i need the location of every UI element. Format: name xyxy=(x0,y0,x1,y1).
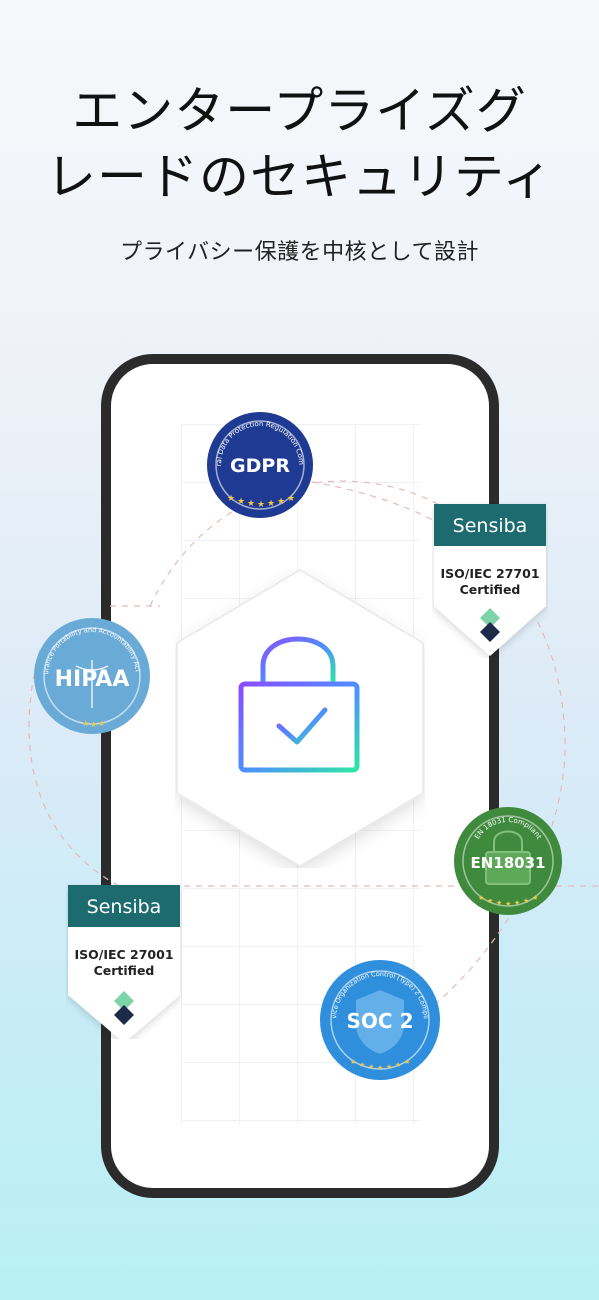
svg-text:★: ★ xyxy=(90,720,97,729)
sensiba-logo-icon xyxy=(480,608,500,642)
svg-text:★: ★ xyxy=(82,719,89,728)
sensiba-logo-icon xyxy=(114,991,134,1025)
headline: エンタープライズグ レードのセキュリティ xyxy=(0,78,599,210)
hipaa-label: HIPAA xyxy=(55,667,130,692)
svg-text:★: ★ xyxy=(505,900,511,908)
sensiba-brand: Sensiba xyxy=(453,515,528,537)
sensiba-27001-line2: Certified xyxy=(94,963,155,978)
svg-text:★: ★ xyxy=(267,499,275,509)
sensiba-27701-line2: Certified xyxy=(460,582,521,597)
svg-text:★: ★ xyxy=(368,1063,374,1071)
sensiba-27701-badge: Sensiba ISO/IEC 27701 Certified xyxy=(434,504,546,656)
svg-text:★: ★ xyxy=(514,899,520,907)
soc2-label: SOC 2 xyxy=(347,1009,414,1033)
svg-text:★: ★ xyxy=(377,1064,383,1072)
caduceus-icon xyxy=(75,660,109,708)
svg-text:★: ★ xyxy=(386,1063,392,1071)
lock-check-icon xyxy=(238,636,360,773)
svg-text:★: ★ xyxy=(404,1058,410,1066)
svg-text:★: ★ xyxy=(247,499,255,509)
sensiba-brand: Sensiba xyxy=(87,896,162,918)
hipaa-badge: Health Insurance Portability and Account… xyxy=(32,616,150,734)
svg-text:★: ★ xyxy=(487,897,493,905)
svg-text:★: ★ xyxy=(350,1058,356,1066)
svg-text:★: ★ xyxy=(98,719,105,728)
sensiba-27001-line1: ISO/IEC 27001 xyxy=(74,947,173,962)
svg-text:★: ★ xyxy=(237,497,245,507)
svg-text:★: ★ xyxy=(287,494,295,504)
svg-text:★: ★ xyxy=(277,497,285,507)
svg-text:★: ★ xyxy=(496,899,502,907)
sensiba-27001-badge: Sensiba ISO/IEC 27001 Certified xyxy=(68,885,180,1039)
gdpr-badge: General Data Protection Regulation Compl… xyxy=(205,410,313,518)
svg-text:★: ★ xyxy=(532,894,538,902)
sensiba-27701-line1: ISO/IEC 27701 xyxy=(440,566,539,581)
headline-line-2: レードのセキュリティ xyxy=(46,148,553,206)
svg-text:★: ★ xyxy=(227,494,235,504)
en18031-badge: EN 18031 Compliant EN18031 ★★★★★★★ xyxy=(454,807,562,915)
padlock-icon xyxy=(485,830,531,885)
shield-icon xyxy=(356,990,404,1054)
svg-text:★: ★ xyxy=(478,894,484,902)
lock-hexagon xyxy=(176,569,424,867)
subtitle: プライバシー保護を中核として設計 xyxy=(120,240,479,265)
svg-text:★: ★ xyxy=(257,500,265,510)
soc2-badge: Service Organization Control (Type) 2 Co… xyxy=(318,958,440,1080)
svg-text:★: ★ xyxy=(395,1061,401,1069)
headline-line-1: エンタープライズグ xyxy=(72,82,527,140)
svg-text:★: ★ xyxy=(359,1061,365,1069)
gdpr-label: GDPR xyxy=(230,455,290,477)
svg-text:★: ★ xyxy=(523,897,529,905)
en18031-label: EN18031 xyxy=(471,854,546,872)
